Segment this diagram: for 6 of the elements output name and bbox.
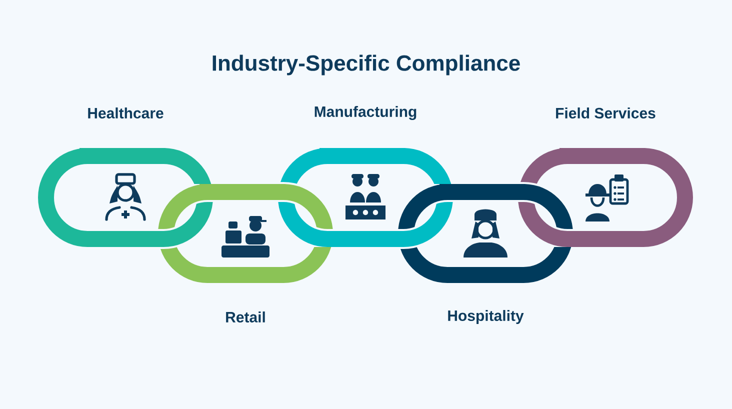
category-label: Field Services [556, 107, 656, 118]
category-label: Retail [226, 311, 265, 322]
title: Industry-Specific Compliance [212, 54, 520, 76]
category-label: Hospitality [448, 310, 524, 324]
category-label: Manufacturing [314, 106, 416, 120]
category-label: Healthcare [88, 107, 164, 118]
